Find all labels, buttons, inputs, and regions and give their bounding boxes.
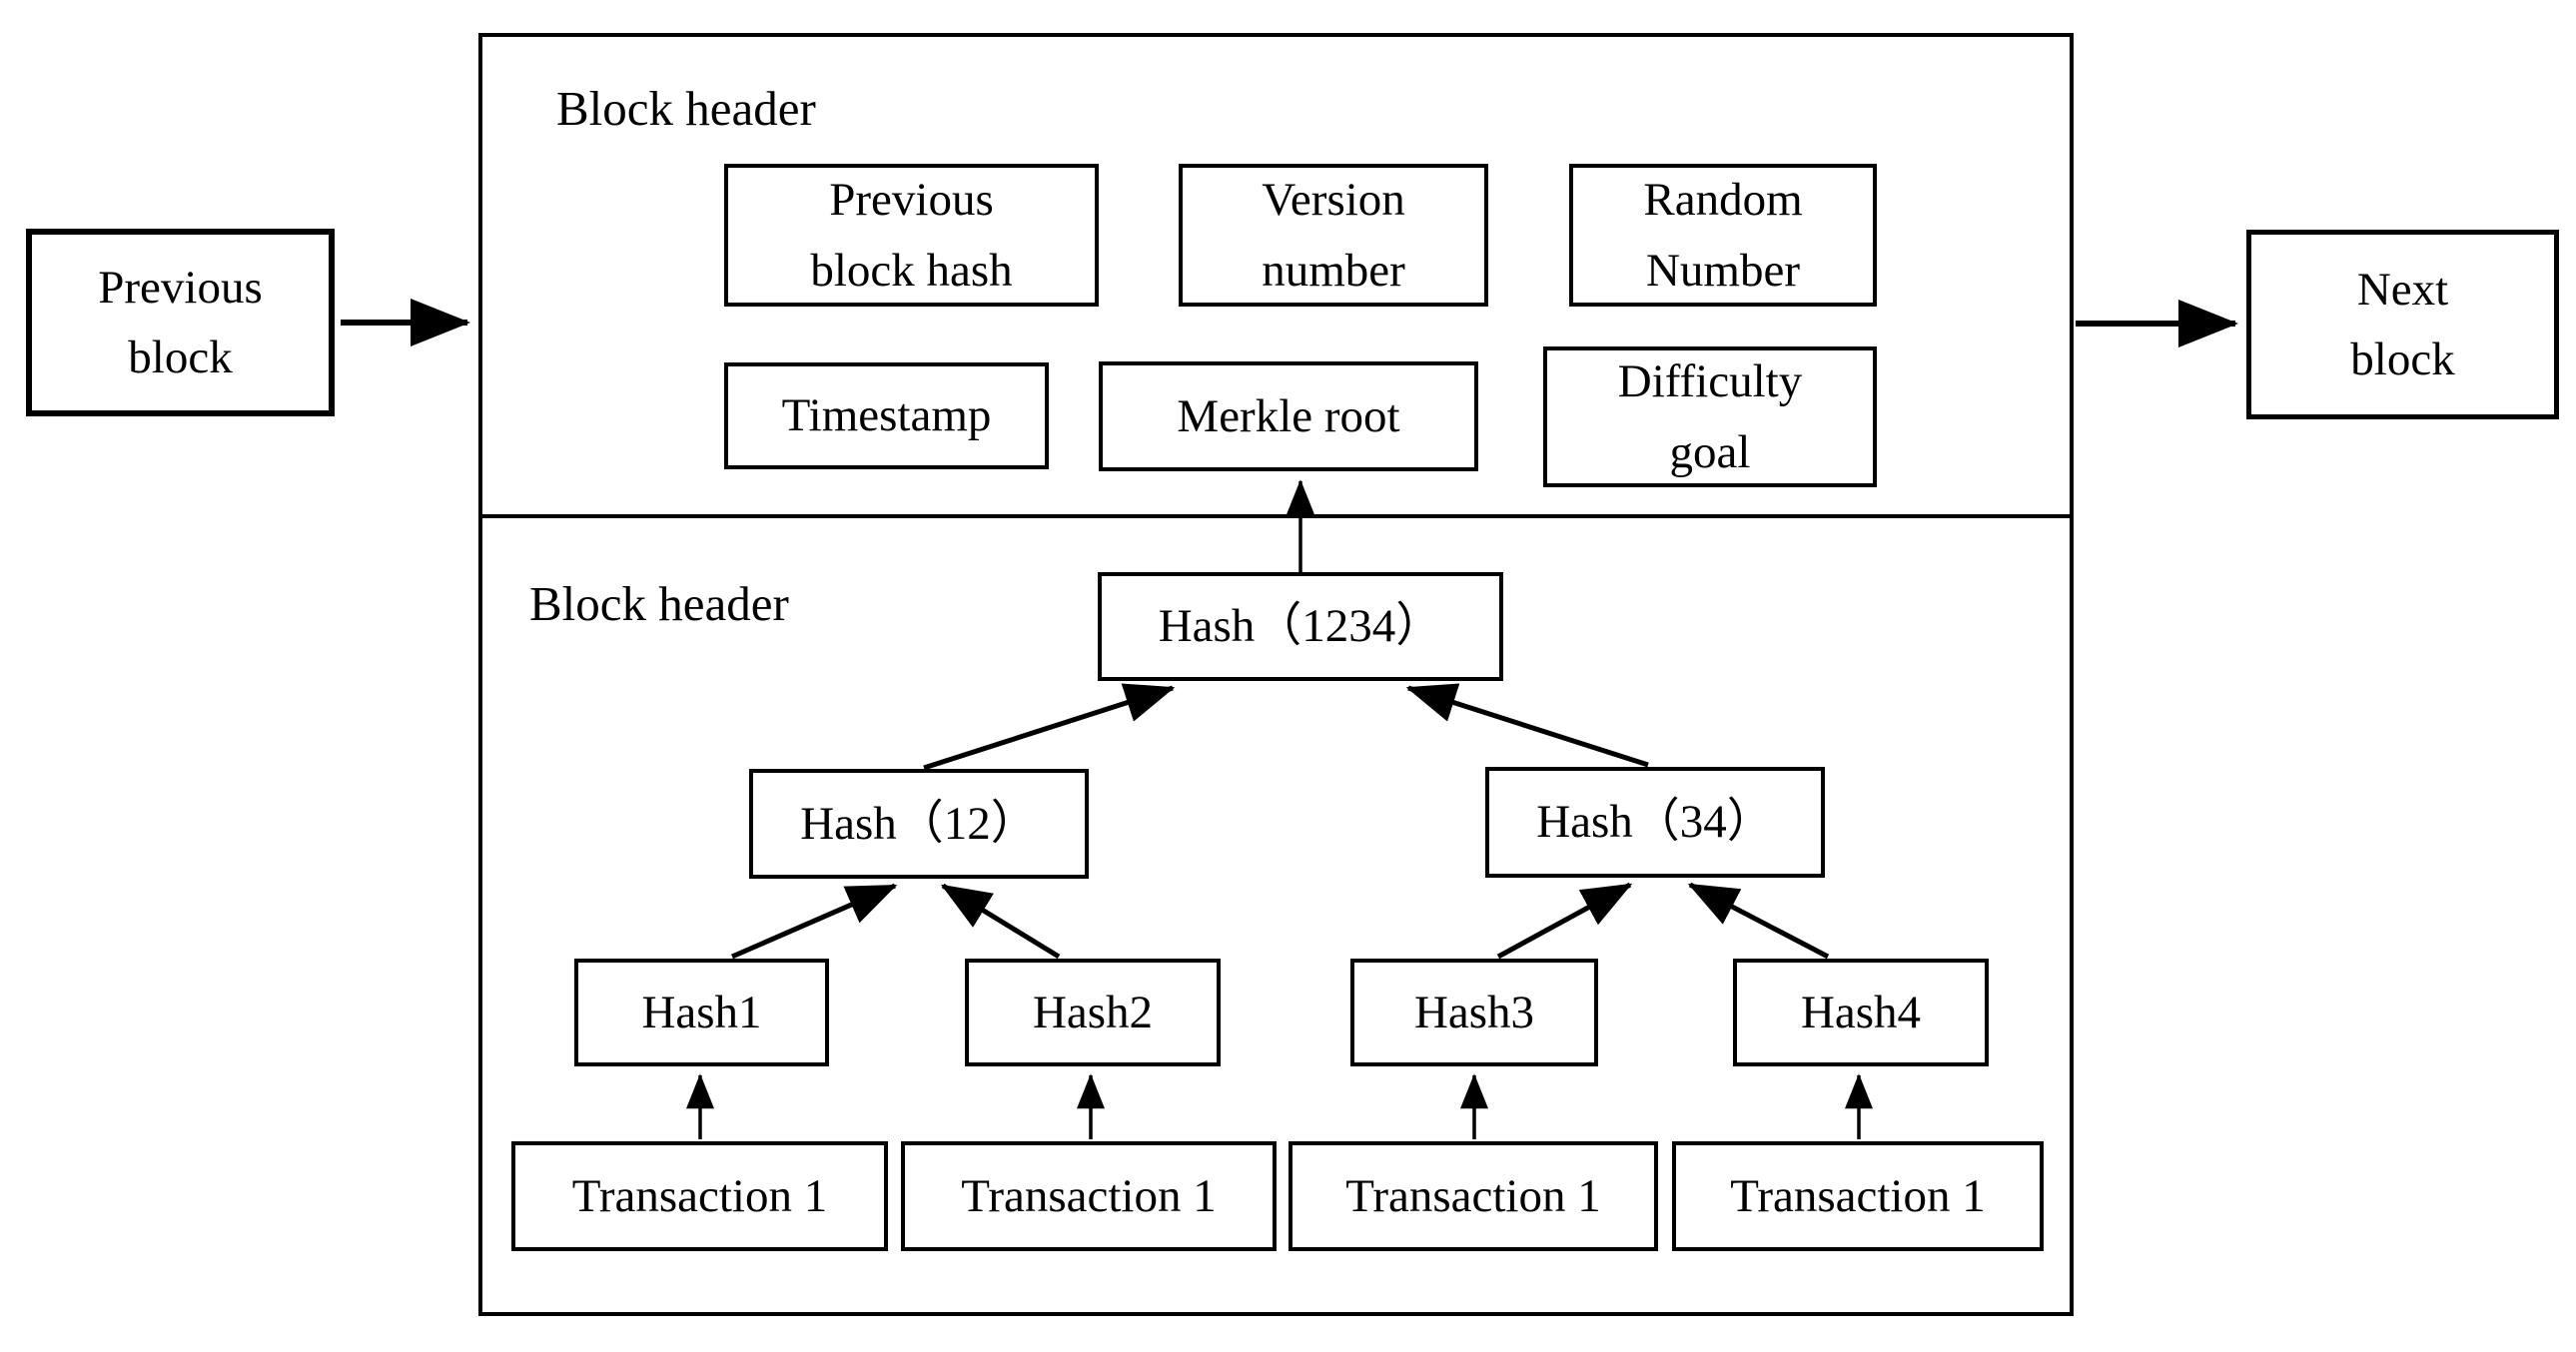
transaction2-box: Transaction 1	[901, 1141, 1277, 1251]
previous-block-hash-label: Previous block hash	[810, 174, 1013, 297]
arrow-hash12-to-root	[923, 683, 1176, 771]
transaction1-label: Transaction 1	[571, 1169, 828, 1222]
next-block-label: Next block	[2350, 263, 2455, 386]
merkle-root-hash-label: Hash（1234）	[1158, 600, 1443, 653]
merkle-root-hash-box: Hash（1234）	[1098, 572, 1503, 681]
previous-block-hash-box: Previous block hash	[724, 164, 1099, 307]
transaction4-box: Transaction 1	[1672, 1141, 2044, 1251]
hash4-box: Hash4	[1733, 959, 1989, 1066]
arrow-hash34-to-root	[1405, 683, 1649, 768]
hash1-box: Hash1	[574, 959, 829, 1066]
difficulty-goal-box: Difficulty goal	[1543, 346, 1877, 487]
transaction3-label: Transaction 1	[1345, 1169, 1601, 1222]
header-section-label: Block header	[556, 81, 816, 136]
hash2-box: Hash2	[965, 959, 1221, 1066]
previous-block-label: Previous block	[98, 261, 263, 384]
hash34-box: Hash（34）	[1485, 767, 1825, 878]
hash34-label: Hash（34）	[1536, 796, 1774, 849]
transaction3-box: Transaction 1	[1288, 1141, 1658, 1251]
version-number-box: Version number	[1179, 164, 1488, 307]
next-block-box: Next block	[2246, 230, 2559, 419]
hash3-box: Hash3	[1350, 959, 1598, 1066]
block-container	[478, 33, 2074, 1316]
transaction4-label: Transaction 1	[1730, 1169, 1986, 1222]
body-section-label: Block header	[529, 576, 789, 631]
hash1-label: Hash1	[641, 986, 762, 1038]
difficulty-goal-label: Difficulty goal	[1617, 355, 1803, 478]
hash2-label: Hash2	[1032, 986, 1154, 1038]
arrow-hash1-to-hash12	[731, 883, 898, 960]
hash12-box: Hash（12）	[749, 769, 1089, 879]
arrow-hash4-to-hash34	[1687, 882, 1830, 960]
hash12-label: Hash（12）	[800, 797, 1038, 850]
timestamp-box: Timestamp	[724, 362, 1049, 469]
version-number-label: Version number	[1262, 174, 1405, 297]
merkle-root-box: Merkle root	[1099, 361, 1478, 471]
random-number-box: Random Number	[1569, 164, 1877, 307]
hash3-label: Hash3	[1413, 986, 1535, 1038]
transaction1-box: Transaction 1	[511, 1141, 888, 1251]
arrow-hash2-to-hash12	[940, 883, 1061, 960]
hash4-label: Hash4	[1800, 986, 1922, 1038]
timestamp-label: Timestamp	[781, 389, 992, 442]
previous-block-box: Previous block	[26, 229, 335, 416]
transaction2-label: Transaction 1	[961, 1169, 1217, 1222]
block-section-divider	[478, 514, 2074, 518]
merkle-root-label: Merkle root	[1177, 389, 1400, 442]
arrow-hash3-to-hash34	[1496, 882, 1633, 960]
random-number-label: Random Number	[1643, 174, 1803, 297]
